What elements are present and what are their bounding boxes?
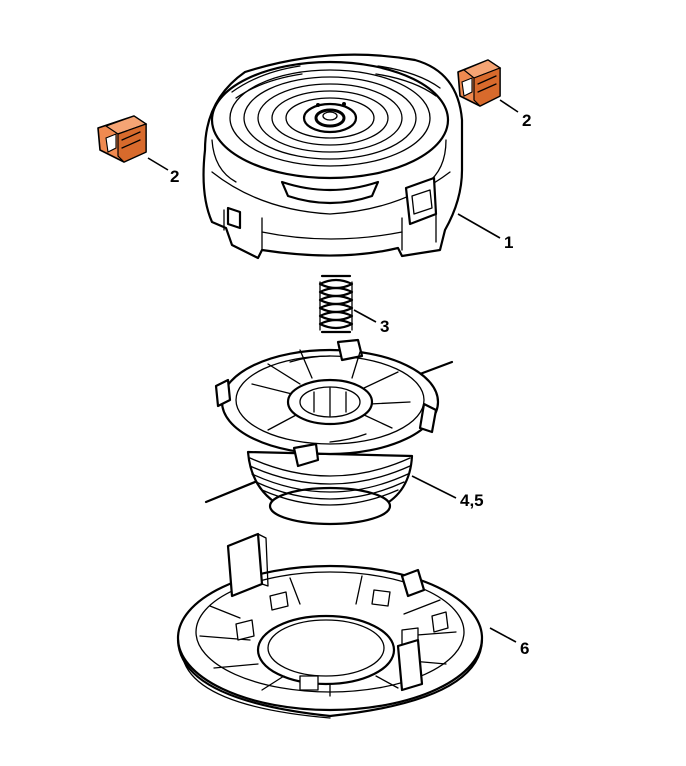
callout-1: 1 (504, 233, 513, 252)
leader-1 (457, 213, 501, 239)
leader-lines (147, 99, 519, 643)
leader-4-5 (411, 475, 457, 499)
part-2-clip-right (457, 59, 502, 107)
callout-2-right: 2 (522, 111, 531, 130)
leader-6 (489, 627, 517, 643)
part-1-cap-housing (202, 53, 464, 260)
part-6-base-cover (176, 532, 484, 719)
callout-2-left: 2 (170, 167, 179, 186)
part-2-clip-left (97, 115, 148, 163)
callout-6: 6 (520, 639, 529, 658)
part-3-spring (318, 274, 354, 334)
leader-2-left (147, 157, 169, 171)
leader-2-right (499, 99, 519, 113)
callout-3: 3 (380, 317, 389, 336)
leader-3 (353, 309, 377, 323)
part-4-5-spool (204, 338, 454, 526)
callout-4-5: 4,5 (460, 491, 484, 510)
